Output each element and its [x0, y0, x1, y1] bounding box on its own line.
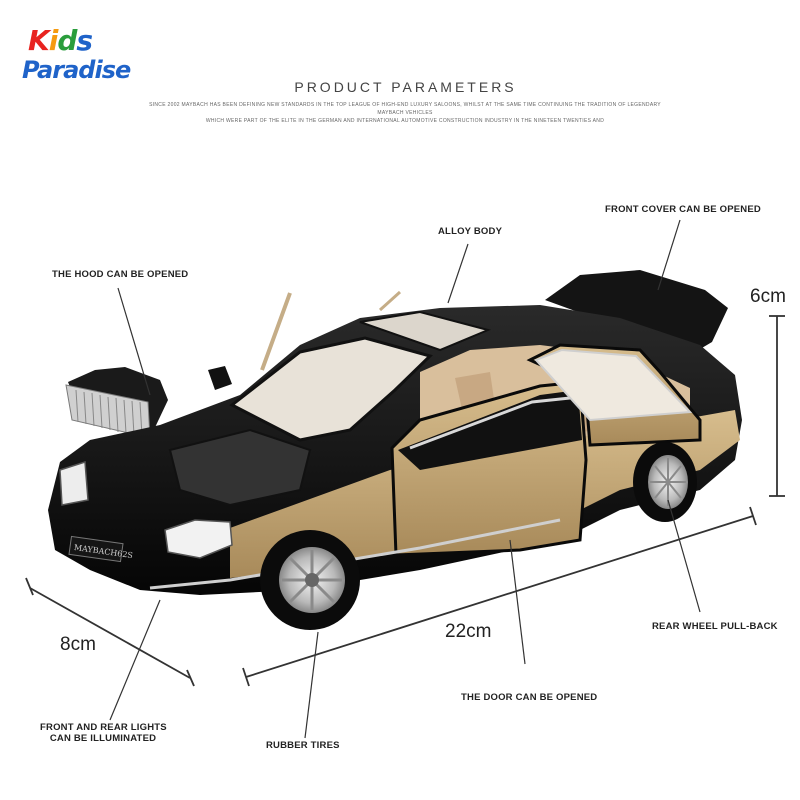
grille	[65, 384, 151, 439]
logo-paradise: Paradise	[22, 56, 131, 84]
dimension-lines	[25, 315, 785, 687]
logo-kids: Kids	[28, 24, 93, 57]
callout-hood: THE HOOD CAN BE OPENED	[52, 269, 189, 280]
dimension-length: 22cm	[445, 621, 492, 642]
callout-front-cover: FRONT COVER CAN BE OPENED	[605, 204, 761, 215]
trunk-lid	[545, 270, 728, 355]
headlight	[164, 519, 233, 559]
callout-door: THE DOOR CAN BE OPENED	[461, 692, 598, 703]
dimension-height: 6cm	[750, 286, 786, 307]
front-wheel	[260, 530, 360, 630]
rear-wheel	[633, 442, 697, 522]
dimension-width: 8cm	[60, 634, 96, 655]
callout-alloy-body: ALLOY BODY	[438, 226, 503, 237]
callout-rubber-tires: RUBBER TIRES	[266, 740, 340, 751]
page-description: SINCE 2002 MAYBACH HAS BEEN DEFINING NEW…	[149, 102, 661, 124]
callout-rear-wheel: REAR WHEEL PULL-BACK	[652, 621, 778, 632]
leader-lines	[109, 219, 701, 739]
engine	[168, 428, 312, 507]
page-title: PRODUCT PARAMETERS	[294, 79, 517, 95]
callout-lights: FRONT AND REAR LIGHTS CAN BE ILLUMINATED	[40, 722, 167, 744]
